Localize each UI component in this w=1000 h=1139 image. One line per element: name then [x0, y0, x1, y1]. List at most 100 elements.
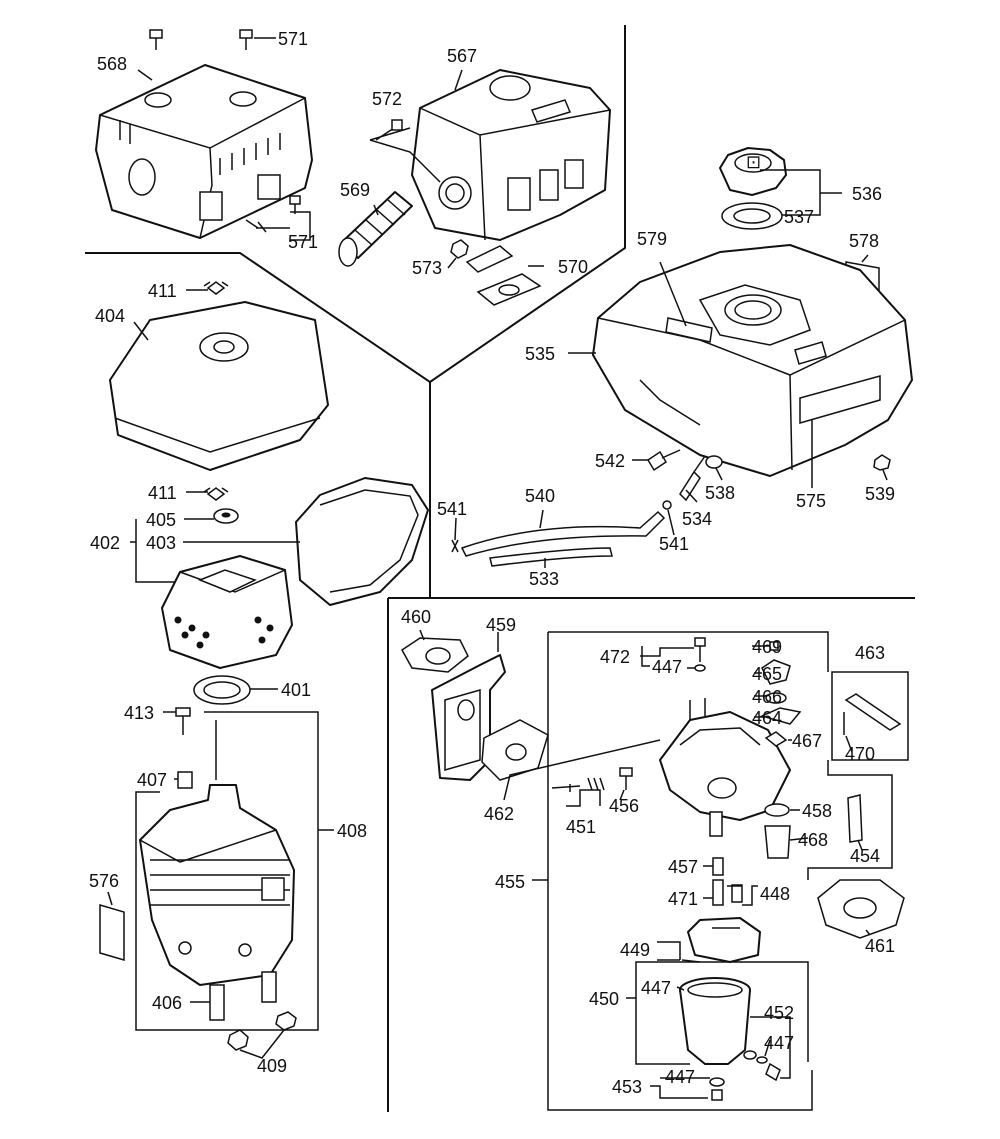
callout-579: 579 [637, 229, 667, 249]
callout-411: 411 [148, 483, 177, 503]
part-402-filter-element [161, 555, 293, 669]
callout-452: 452 [764, 1003, 794, 1023]
callout-575: 575 [796, 491, 826, 511]
part-569-screen [338, 191, 413, 267]
part-570-gaskets [465, 245, 542, 306]
callout-447: 447 [764, 1033, 794, 1053]
callout-472: 472 [600, 647, 630, 667]
callout-406: 406 [152, 993, 182, 1013]
part-536-fuel-cap: ⊡ [719, 147, 787, 196]
callout-407: 407 [137, 770, 167, 790]
part-539-nut [873, 454, 891, 471]
callout-404: 404 [95, 306, 125, 326]
part-401-seal [193, 675, 251, 705]
part-413-bolt [175, 707, 191, 735]
callout-449: 449 [620, 940, 650, 960]
callout-571: 571 [288, 232, 318, 252]
callout-465: 465 [752, 664, 782, 684]
callout-466: 466 [752, 687, 782, 707]
callout-457: 457 [668, 857, 698, 877]
part-451-screw-spring [551, 777, 605, 792]
callout-463: 463 [855, 643, 885, 663]
callout-408: 408 [337, 821, 367, 841]
part-403-foam-element [295, 477, 429, 606]
callout-468: 468 [798, 830, 828, 850]
part-457-471-448-jets [712, 857, 743, 906]
part-537-gasket [721, 202, 783, 230]
callout-402: 402 [90, 533, 120, 553]
section-dividers [85, 25, 915, 1112]
callout-539: 539 [865, 484, 895, 504]
callout-542: 542 [595, 451, 625, 471]
callout-567: 567 [447, 46, 477, 66]
callout-536: 536 [852, 184, 882, 204]
callout-459: 459 [486, 615, 516, 635]
part-404-air-cleaner-cover [109, 301, 329, 471]
callout-451: 451 [566, 817, 596, 837]
callout-537: 537 [784, 207, 814, 227]
callout-464: 464 [752, 708, 782, 728]
callout-448: 448 [760, 884, 790, 904]
part-540-fuel-line [460, 510, 666, 567]
part-567-muffler [411, 69, 611, 241]
part-450-float-bowl [679, 977, 757, 1065]
part-538-washer [705, 455, 723, 469]
callout-541: 541 [437, 499, 467, 519]
leader-lines [107, 37, 893, 1111]
part-472-screw [694, 637, 706, 672]
callout-labels: 568 571 571 567 572 569 573 570 536 537 … [89, 29, 895, 1097]
callout-541: 541 [659, 534, 689, 554]
part-463-lever [831, 671, 909, 761]
part-535-fuel-tank [592, 244, 913, 477]
callout-462: 462 [484, 804, 514, 824]
callout-447: 447 [652, 657, 682, 677]
part-460-gasket [401, 637, 469, 673]
callout-533: 533 [529, 569, 559, 589]
callout-458: 458 [802, 801, 832, 821]
callout-453: 453 [612, 1077, 642, 1097]
part-576-label [99, 904, 125, 961]
part-534-valve [679, 455, 706, 502]
part-573-nut [450, 239, 469, 259]
callout-535: 535 [525, 344, 555, 364]
callout-578: 578 [849, 231, 879, 251]
callout-538: 538 [705, 483, 735, 503]
callout-461: 461 [865, 936, 895, 956]
callout-534: 534 [682, 509, 712, 529]
callout-409: 409 [257, 1056, 287, 1076]
callout-572: 572 [372, 89, 402, 109]
part-465-469-choke [759, 641, 802, 747]
callout-460: 460 [401, 607, 431, 627]
part-461-gasket [817, 879, 905, 939]
part-453-bowl-bolt [709, 1077, 725, 1101]
callout-413: 413 [124, 703, 154, 723]
callout-471: 471 [668, 889, 698, 909]
callout-571: 571 [278, 29, 308, 49]
callout-454: 454 [850, 846, 880, 866]
callout-456: 456 [609, 796, 639, 816]
part-455-carburetor-body [659, 698, 791, 837]
callout-470: 470 [845, 744, 875, 764]
callout-569: 569 [340, 180, 370, 200]
part-406-tubes [209, 971, 277, 1021]
part-456-screw [619, 767, 633, 790]
part-407-collar [177, 771, 193, 789]
part-568-cover [95, 64, 313, 239]
callout-450: 450 [589, 989, 619, 1009]
part-458-468-float-valve [764, 803, 791, 859]
part-541-clips [451, 500, 672, 553]
callout-403: 403 [146, 533, 176, 553]
callout-576: 576 [89, 871, 119, 891]
part-449-float [681, 917, 761, 963]
callout-573: 573 [412, 258, 442, 278]
part-462-gasket [481, 719, 549, 781]
callout-447: 447 [665, 1067, 695, 1087]
callout-469: 469 [752, 637, 782, 657]
callout-455: 455 [495, 872, 525, 892]
part-452-drain-screw [756, 1056, 781, 1082]
callout-570: 570 [558, 257, 588, 277]
callout-447: 447 [641, 978, 671, 998]
part-408-air-cleaner-case [139, 720, 295, 986]
part-542-bolt [646, 449, 681, 472]
